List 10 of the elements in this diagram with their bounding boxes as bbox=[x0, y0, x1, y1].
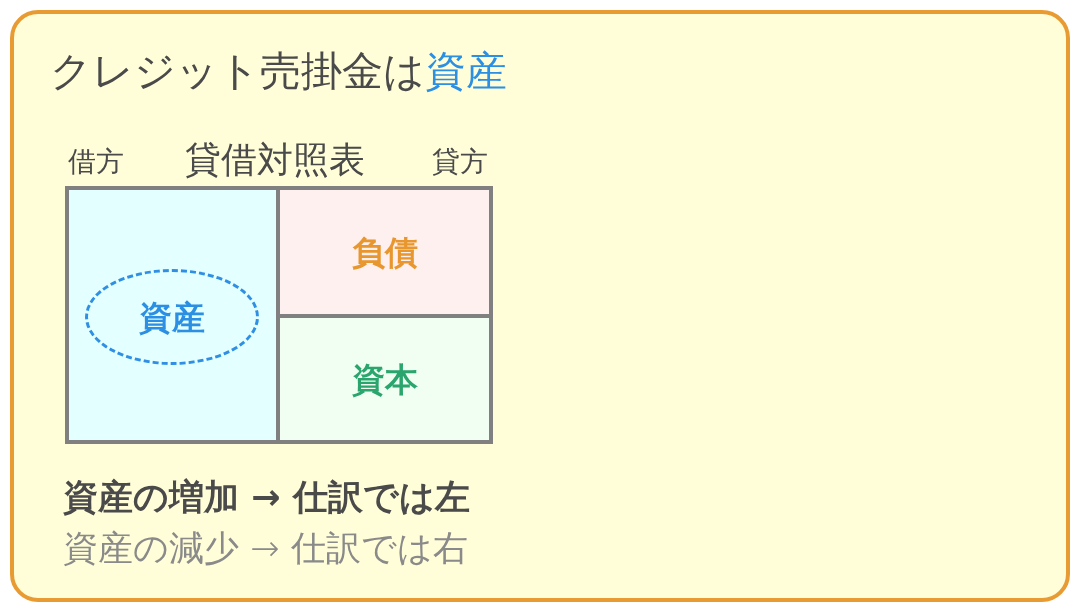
table-cell: 負債 bbox=[280, 190, 489, 314]
table-cell bbox=[69, 190, 276, 440]
note-text: 資産の減少 → 仕訳では右 bbox=[63, 531, 468, 566]
table-heading: 貸借対照表 bbox=[185, 142, 365, 178]
column-label: 貸方 bbox=[432, 148, 488, 176]
column-label: 借方 bbox=[68, 148, 124, 176]
note-text: 資産の増加 → 仕訳では左 bbox=[63, 480, 470, 515]
title: クレジット売掛金は資産 bbox=[50, 51, 507, 92]
table-cell: 資本 bbox=[280, 318, 489, 440]
dashed-ellipse: 資産 bbox=[85, 269, 259, 365]
